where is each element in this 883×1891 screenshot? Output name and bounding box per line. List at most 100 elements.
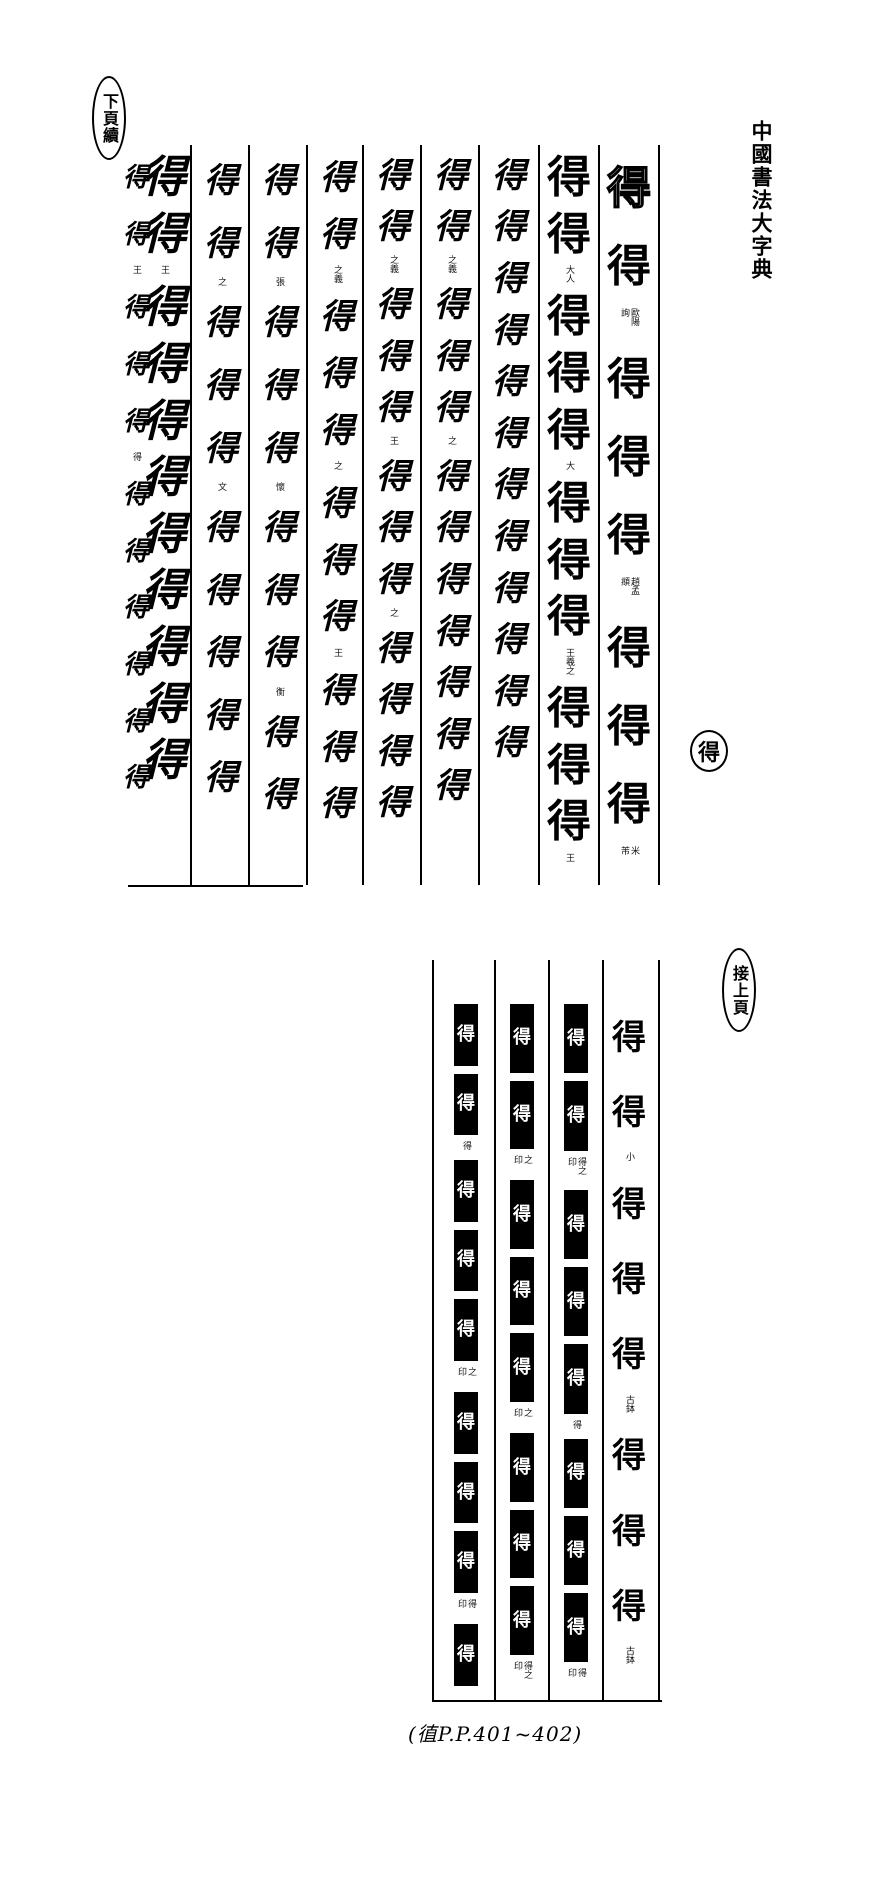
glyph-sample: 得	[434, 611, 468, 652]
source-caption: 之	[388, 607, 398, 617]
glyph-sample: 得	[204, 223, 238, 264]
glyph-sample: 得	[492, 568, 526, 609]
column-rule	[658, 960, 660, 1700]
glyph-sample: 得	[376, 783, 410, 824]
glyph-column: 得得大人得得得大得得得王羲之得得得王	[543, 150, 595, 870]
source-caption: 大	[564, 460, 574, 470]
glyph-sample: 得	[376, 559, 410, 600]
glyph-sample: 得	[320, 410, 354, 451]
glyph-sample: 得	[434, 766, 468, 807]
glyph-sample: 得	[142, 735, 186, 787]
source-caption: 王	[564, 852, 574, 862]
glyph-sample: 得	[262, 365, 296, 406]
glyph-sample: 得	[122, 163, 149, 194]
glyph-sample: 得	[454, 1004, 478, 1066]
glyph-sample: 得	[122, 763, 149, 794]
glyph-sample: 得	[547, 796, 591, 848]
glyph-sample: 得	[510, 1004, 534, 1073]
glyph-column: 得得張得得得懷得得得衡得得	[253, 150, 305, 870]
glyph-sample: 得	[204, 508, 238, 549]
glyph-sample: 得	[142, 508, 186, 560]
glyph-column: 得得歐陽詢得得得趙孟頫得得得米芾	[603, 150, 655, 870]
source-caption: 得	[571, 1419, 581, 1429]
source-caption: 之義	[388, 255, 398, 274]
glyph-sample: 得	[547, 591, 591, 643]
glyph-sample: 得	[492, 413, 526, 454]
glyph-sample: 得	[204, 758, 238, 799]
glyph-sample: 得	[434, 207, 468, 248]
footer-note: (徝P.P.401~402)	[408, 1722, 583, 1746]
glyph-column: 得得之印得得得之印得得得得之印	[496, 1000, 548, 1690]
column-rule	[306, 145, 308, 885]
glyph-sample: 得	[142, 339, 186, 391]
glyph-column: 得得得得得得之印得得得得印得	[440, 1000, 492, 1690]
glyph-sample: 得	[320, 784, 354, 825]
source-caption: 古鉢	[624, 1646, 634, 1665]
glyph-sample: 得	[547, 683, 591, 735]
glyph-sample: 得	[607, 701, 651, 753]
glyph-sample: 得	[612, 1335, 646, 1376]
source-caption: 大人	[564, 265, 574, 284]
glyph-sample: 得	[607, 510, 651, 562]
column-rule	[602, 960, 604, 1700]
glyph-column: 得得小得得得古鉢得得得古鉢	[603, 1000, 655, 1690]
glyph-sample: 得	[376, 388, 410, 429]
source-caption: 得印	[456, 1598, 476, 1608]
source-caption: 之義	[446, 255, 456, 274]
glyph-sample: 得	[122, 593, 149, 624]
glyph-sample: 得	[454, 1461, 478, 1524]
glyph-sample: 得	[142, 622, 186, 674]
source-caption: 歐陽詢	[619, 308, 639, 327]
glyph-sample: 得	[376, 207, 410, 248]
glyph-sample: 得	[454, 1624, 478, 1687]
glyph-sample: 得	[204, 633, 238, 674]
glyph-sample: 得	[320, 597, 354, 638]
glyph-sample: 得	[547, 478, 591, 530]
column-rule	[494, 960, 496, 1700]
glyph-sample: 得	[320, 671, 354, 712]
glyph-sample: 得	[262, 712, 296, 753]
glyph-sample: 得	[607, 779, 651, 831]
glyph-sample: 得	[262, 428, 296, 469]
source-caption: 之印	[512, 1155, 532, 1164]
glyph-sample: 得	[510, 1080, 534, 1149]
bottom-rule	[432, 1700, 662, 1702]
glyph-sample: 得	[320, 297, 354, 338]
glyph-sample: 得	[454, 1229, 478, 1292]
source-caption: 之	[216, 277, 226, 287]
glyph-sample: 得	[376, 731, 410, 772]
glyph-sample: 得	[607, 622, 651, 674]
glyph-column: 得得王得得得得得得得得得	[138, 150, 190, 870]
source-caption: 小	[624, 1152, 634, 1162]
glyph-sample: 得	[492, 620, 526, 661]
source-caption: 得	[131, 451, 141, 461]
prev-page-marker: 下頁續	[92, 76, 126, 160]
glyph-sample: 得	[564, 1438, 588, 1508]
glyph-sample: 得	[320, 158, 354, 199]
glyph-sample: 得	[612, 1184, 646, 1225]
glyph-sample: 得	[204, 365, 238, 406]
source-caption: 得	[461, 1141, 471, 1151]
glyph-sample: 得	[612, 1436, 646, 1477]
glyph-sample: 得	[492, 207, 526, 248]
glyph-sample: 得	[320, 727, 354, 768]
column-rule	[190, 145, 192, 885]
glyph-sample: 得	[320, 484, 354, 525]
glyph-sample: 得	[492, 258, 526, 299]
source-caption: 之義	[332, 265, 342, 284]
glyph-sample: 得	[612, 1586, 646, 1627]
glyph-sample: 得	[204, 303, 238, 344]
source-caption: 之	[332, 460, 342, 470]
glyph-sample: 得	[492, 465, 526, 506]
glyph-sample: 得	[564, 1004, 588, 1074]
source-caption: 張	[274, 277, 284, 287]
glyph-sample: 得	[547, 348, 591, 400]
glyph-sample: 得	[454, 1160, 478, 1222]
glyph-sample: 得	[434, 336, 468, 377]
column-rule	[598, 145, 600, 885]
glyph-sample: 得	[376, 456, 410, 497]
column-rule	[248, 145, 250, 885]
glyph-sample: 得	[564, 1344, 588, 1414]
glyph-sample: 得	[262, 508, 296, 549]
source-caption: 得印	[566, 1668, 586, 1678]
